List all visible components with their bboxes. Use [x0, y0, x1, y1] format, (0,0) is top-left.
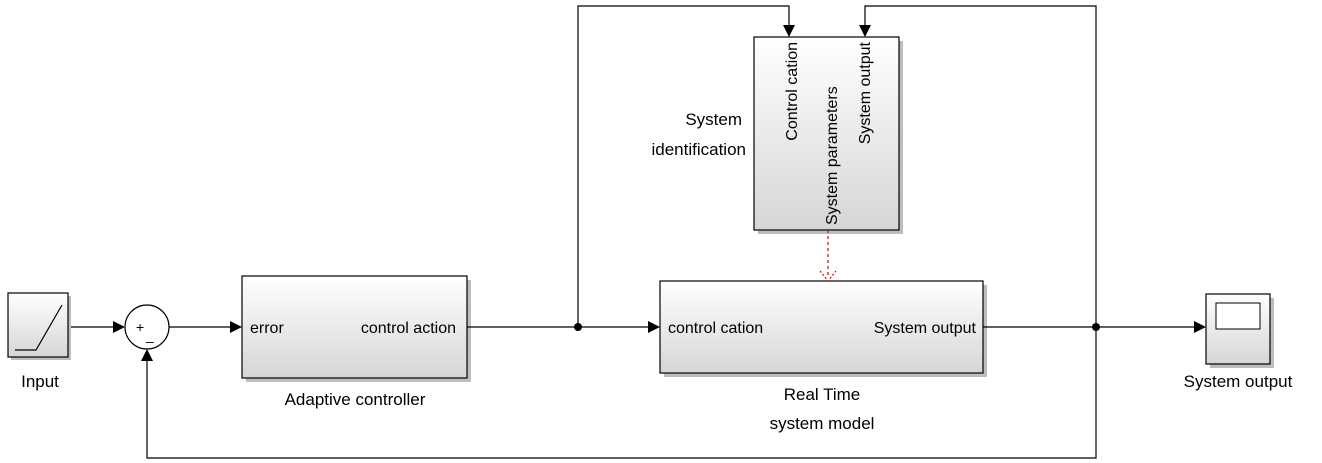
controller-in-port-label: error [250, 320, 284, 337]
sum-minus-sign: _ [145, 327, 154, 343]
system-identification-label-line1: System [685, 110, 742, 129]
sum-block[interactable]: + _ [124, 304, 170, 350]
system-model-label-line2: system model [770, 414, 875, 433]
scope-label: System output [1184, 372, 1293, 391]
sum-plus-sign: + [136, 319, 144, 335]
controller-out-port-label: control action [361, 320, 456, 337]
ramp-icon [15, 304, 63, 351]
scope-screen-icon [1215, 302, 1261, 330]
identification-port-system-output: System output [857, 41, 874, 144]
identification-port-system-parameters: System parameters [824, 86, 841, 225]
system-model-block[interactable]: control cation System output [659, 280, 987, 377]
model-out-port-label: System output [874, 320, 977, 337]
input-label: Input [21, 372, 59, 391]
identification-port-control-cation: Control cation [784, 42, 801, 141]
model-in-port-label: control cation [668, 320, 763, 337]
input-block[interactable] [7, 292, 71, 360]
system-identification-label-line2: identification [651, 140, 746, 159]
parameter-link [819, 230, 837, 282]
signal-lines [71, 5, 1206, 459]
adaptive-controller-block[interactable]: error control action [241, 275, 471, 382]
scope-block[interactable] [1205, 293, 1274, 368]
system-identification-block[interactable]: Control cation System parameters System … [753, 36, 903, 234]
adaptive-controller-label: Adaptive controller [285, 390, 426, 409]
system-model-label-line1: Real Time [784, 385, 861, 404]
